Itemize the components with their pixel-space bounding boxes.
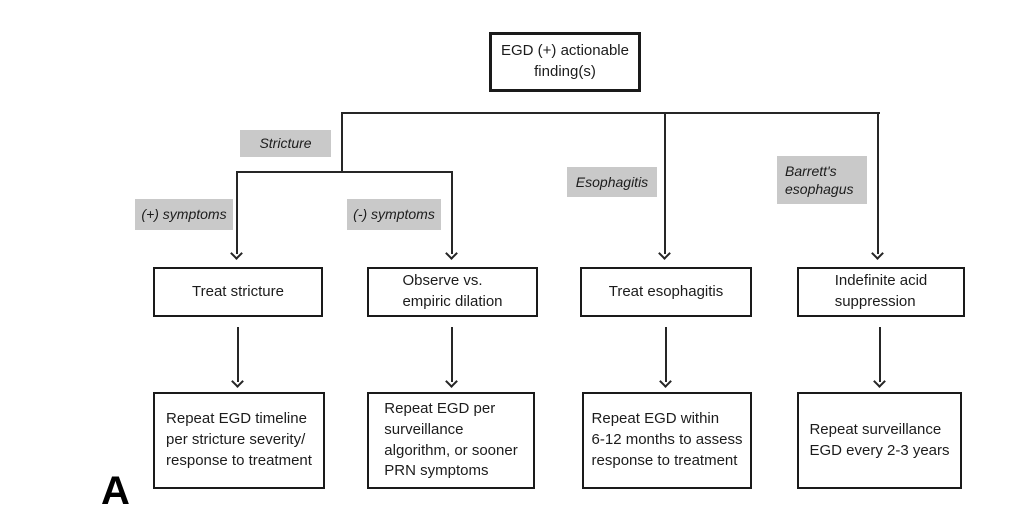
- action-box-acid-suppression: Indefinite acid suppression: [797, 267, 965, 317]
- arrow-to-treat-esophagitis: [658, 114, 671, 260]
- arrow-to-followup-barretts: [873, 327, 886, 388]
- arrow-to-followup-stricture-plus: [231, 327, 244, 388]
- arrow-shaft: [236, 172, 238, 254]
- arrowhead-down-icon: [873, 375, 886, 388]
- arrow-shaft: [877, 114, 879, 254]
- followup-box-stricture-minus: Repeat EGD per surveillance algorithm, o…: [367, 392, 535, 489]
- arrowhead-down-icon: [230, 247, 243, 260]
- arrow-to-treat-stricture: [230, 172, 243, 260]
- branch-label-stricture: Stricture: [240, 130, 331, 157]
- followup-box-stricture-plus: Repeat EGD timeline per stricture severi…: [153, 392, 325, 489]
- arrowhead-down-icon: [445, 247, 458, 260]
- action-box-treat-stricture: Treat stricture: [153, 267, 323, 317]
- arrow-to-observe-vs-dilation: [445, 172, 458, 260]
- followup-box-esophagitis: Repeat EGD within 6-12 months to assess …: [582, 392, 752, 489]
- root-box-egd-findings: EGD (+) actionable finding(s): [489, 32, 641, 92]
- arrow-shaft: [879, 327, 881, 382]
- connector-stricture-drop: [341, 112, 343, 173]
- arrowhead-down-icon: [231, 375, 244, 388]
- followup-box-barretts: Repeat surveillance EGD every 2-3 years: [797, 392, 962, 489]
- arrow-shaft: [665, 327, 667, 382]
- arrow-shaft: [664, 114, 666, 254]
- arrow-to-followup-stricture-minus: [445, 327, 458, 388]
- connector-stricture-split-horizontal: [236, 171, 453, 173]
- action-box-treat-esophagitis: Treat esophagitis: [580, 267, 752, 317]
- branch-label-plus-symptoms: (+) symptoms: [135, 199, 233, 230]
- arrowhead-down-icon: [871, 247, 884, 260]
- arrow-shaft: [451, 172, 453, 254]
- arrow-shaft: [451, 327, 453, 382]
- branch-label-esophagitis: Esophagitis: [567, 167, 657, 197]
- arrowhead-down-icon: [445, 375, 458, 388]
- arrowhead-down-icon: [658, 247, 671, 260]
- arrow-to-followup-esophagitis: [659, 327, 672, 388]
- arrow-to-acid-suppression: [871, 114, 884, 260]
- branch-label-barretts-esophagus: Barrett's esophagus: [777, 156, 867, 204]
- figure-panel-label: A: [101, 469, 130, 513]
- connector-trunk-horizontal: [341, 112, 880, 114]
- branch-label-minus-symptoms: (-) symptoms: [347, 199, 441, 230]
- arrowhead-down-icon: [659, 375, 672, 388]
- arrow-shaft: [237, 327, 239, 382]
- action-box-observe-vs-dilation: Observe vs. empiric dilation: [367, 267, 538, 317]
